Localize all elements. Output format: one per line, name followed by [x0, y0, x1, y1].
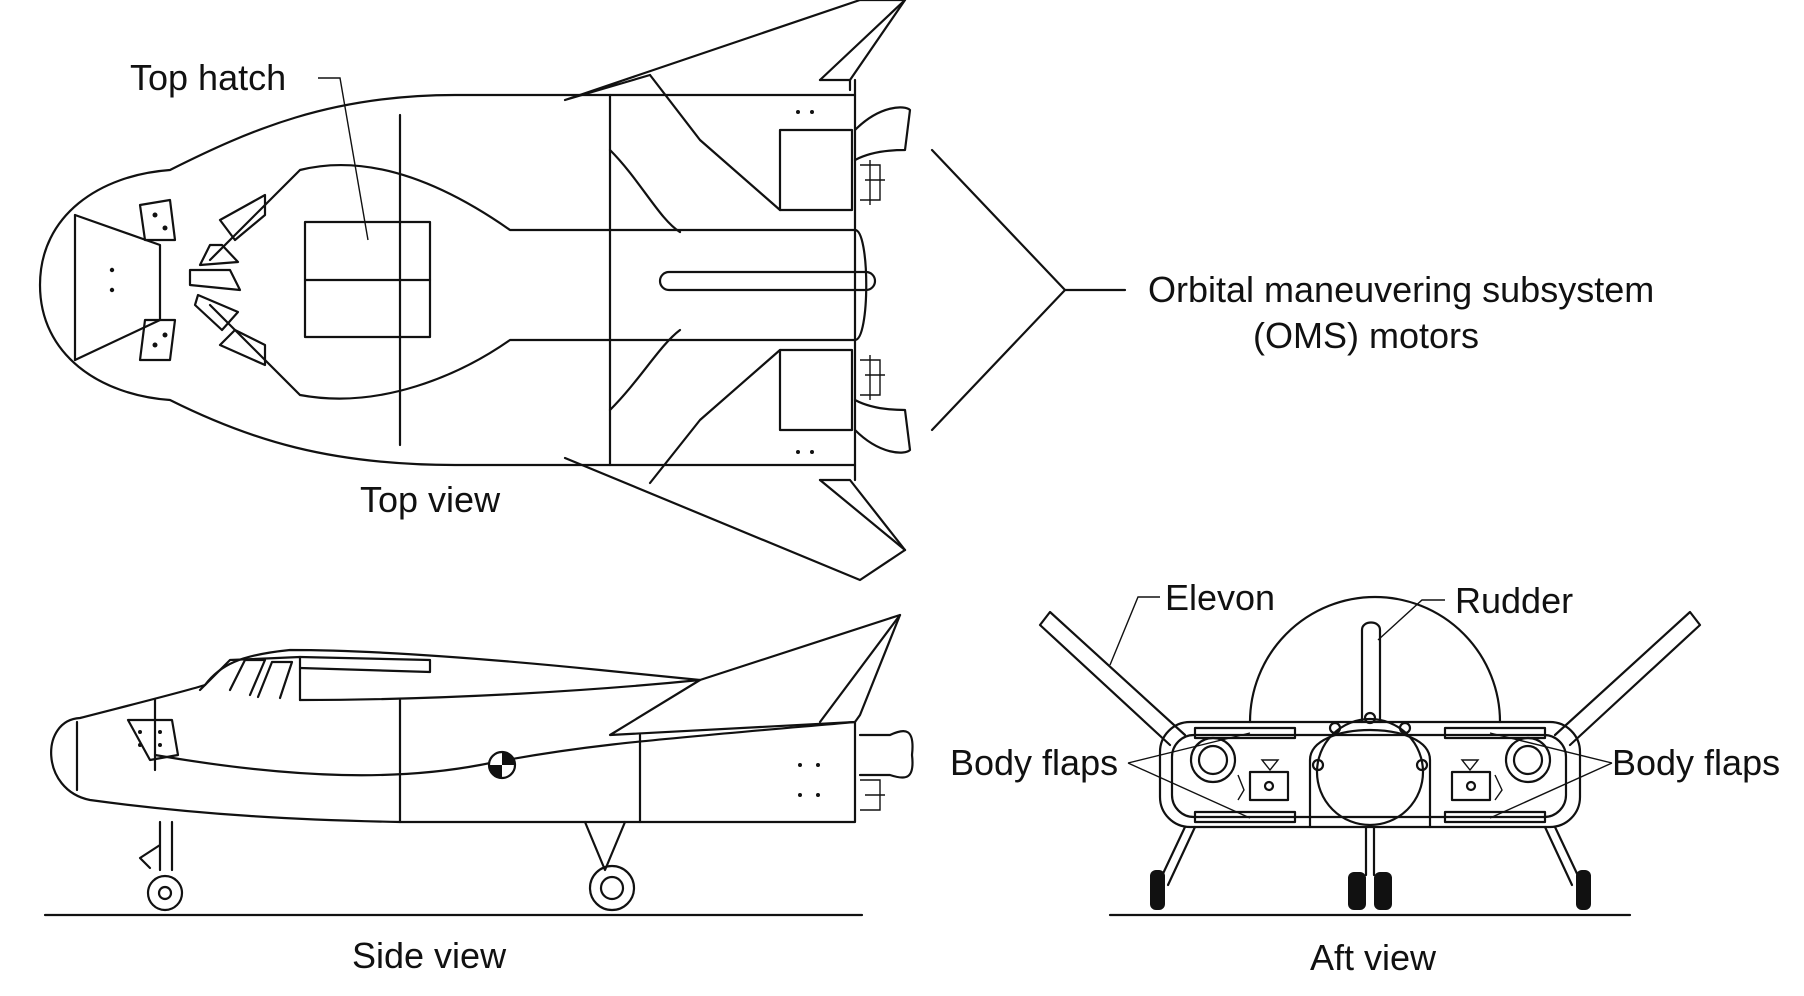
oms-label-line2: (OMS) motors: [1253, 315, 1479, 356]
oms-nozzle-lower: [853, 398, 912, 454]
oms-box-upper: [778, 128, 854, 212]
side-view-caption: Side view: [352, 935, 507, 976]
top-hatch-leader: [318, 77, 369, 241]
side-view-nose-gear: [138, 820, 174, 872]
rudder-leader: [1377, 599, 1445, 641]
aft-view-dome: [1248, 595, 1502, 724]
oms-bracket: [930, 148, 1127, 432]
aft-view-engine-ring: [1315, 717, 1425, 827]
rudder-label: Rudder: [1455, 580, 1573, 621]
body-flaps-right-label: Body flaps: [1612, 742, 1780, 783]
elevon-label: Elevon: [1165, 577, 1275, 618]
body-flaps-right-leader: [1489, 732, 1613, 819]
aft-view-drawing: [1038, 595, 1702, 917]
oms-box-lower: [778, 348, 854, 432]
top-view-drawing: [38, 0, 912, 582]
side-view-drawing: [43, 613, 914, 917]
top-hatch-label: Top hatch: [130, 57, 286, 98]
aft-view-circle-left: [1189, 736, 1237, 784]
oms-nozzle-upper: [853, 106, 912, 162]
oms-label-line1: Orbital maneuvering subsystem: [1148, 269, 1654, 310]
aft-view-circle-right: [1504, 736, 1552, 784]
aft-view-elevon-left: [1038, 610, 1187, 747]
side-view-canopy: [198, 655, 302, 702]
aft-view-elevon-right: [1553, 610, 1702, 747]
top-view-slot: [658, 270, 877, 292]
side-view-main-gear: [583, 820, 627, 872]
side-view-engine: [858, 730, 914, 779]
top-view-upper-fin-tip: [818, 0, 907, 92]
top-view-hull: [38, 93, 857, 467]
aft-view-caption: Aft view: [1310, 937, 1437, 978]
elevon-leader: [1109, 596, 1160, 666]
side-view-fuselage: [50, 613, 902, 824]
top-view-caption: Top view: [360, 479, 501, 520]
body-flaps-left-label: Body flaps: [950, 742, 1118, 783]
aft-view-rudder: [1360, 621, 1382, 724]
body-flaps-left-leader: [1127, 732, 1251, 819]
